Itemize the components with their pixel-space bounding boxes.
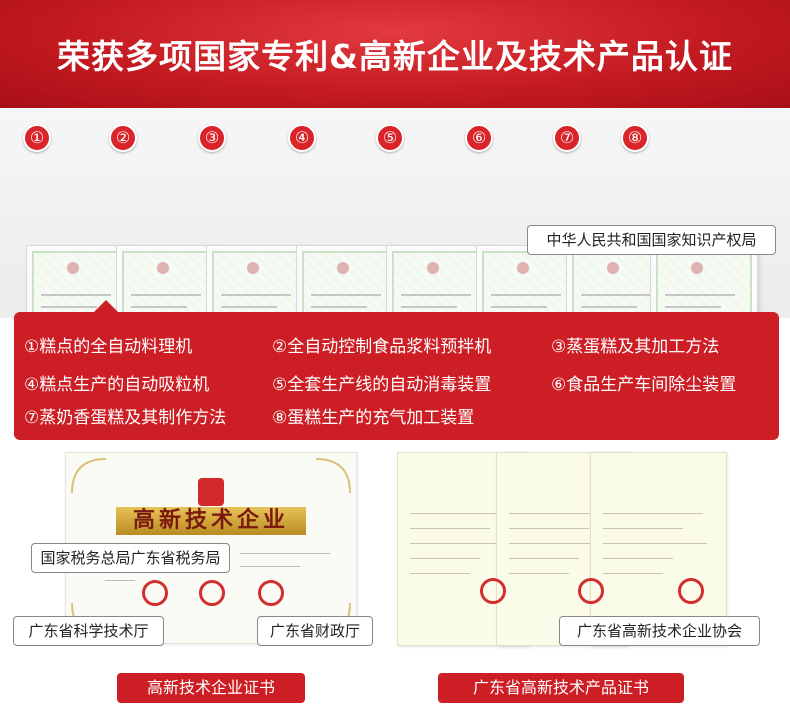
patent-number-badge: ⑧ (621, 124, 649, 152)
seal-icon (142, 580, 168, 606)
divider (240, 553, 330, 554)
emblem-icon (198, 478, 224, 506)
list-pointer (93, 300, 119, 313)
authority-callout: 中华人民共和国国家知识产权局 (527, 225, 776, 255)
association-callout: 广东省高新技术企业协会 (559, 616, 760, 646)
list-item: ⑦蒸奶香蛋糕及其制作方法 (24, 408, 227, 428)
list-item: ①糕点的全自动料理机 (24, 337, 193, 357)
patent-number-badge: ⑦ (553, 124, 581, 152)
list-item: ④糕点生产的自动吸粒机 (24, 375, 210, 395)
product-certificate (590, 452, 727, 646)
patent-number-badge: ④ (288, 124, 316, 152)
patent-number-badge: ⑤ (376, 124, 404, 152)
patent-list-panel: ①糕点的全自动料理机 ②全自动控制食品浆料预拌机 ③蒸蛋糕及其加工方法 ④糕点生… (14, 312, 779, 440)
seal-icon (199, 580, 225, 606)
seal-icon (480, 578, 506, 604)
patent-number-badge: ③ (198, 124, 226, 152)
patent-number-badge: ① (23, 124, 51, 152)
finance-dept-callout: 广东省财政厅 (257, 616, 373, 646)
patent-number-badge: ② (109, 124, 137, 152)
certificate-title: 高新技术企业 (116, 507, 306, 535)
page-title: 荣获多项国家专利&高新企业及技术产品认证 (57, 37, 733, 76)
list-item: ②全自动控制食品浆料预拌机 (272, 337, 492, 357)
list-item: ⑧蛋糕生产的充气加工装置 (272, 408, 475, 428)
divider (105, 580, 135, 581)
high-tech-certificate-button[interactable]: 高新技术企业证书 (117, 673, 305, 703)
tax-bureau-callout: 国家税务总局广东省税务局 (31, 543, 230, 573)
seal-icon (678, 578, 704, 604)
seal-icon (578, 578, 604, 604)
header-banner: 荣获多项国家专利&高新企业及技术产品认证 (0, 0, 790, 108)
list-item: ⑤全套生产线的自动消毒装置 (272, 375, 492, 395)
patent-number-badge: ⑥ (465, 124, 493, 152)
divider (240, 566, 300, 567)
list-item: ⑥食品生产车间除尘装置 (551, 375, 737, 395)
product-certificate-button[interactable]: 广东省高新技术产品证书 (438, 673, 684, 703)
seal-icon (258, 580, 284, 606)
list-item: ③蒸蛋糕及其加工方法 (551, 337, 720, 357)
science-dept-callout: 广东省科学技术厅 (13, 616, 164, 646)
